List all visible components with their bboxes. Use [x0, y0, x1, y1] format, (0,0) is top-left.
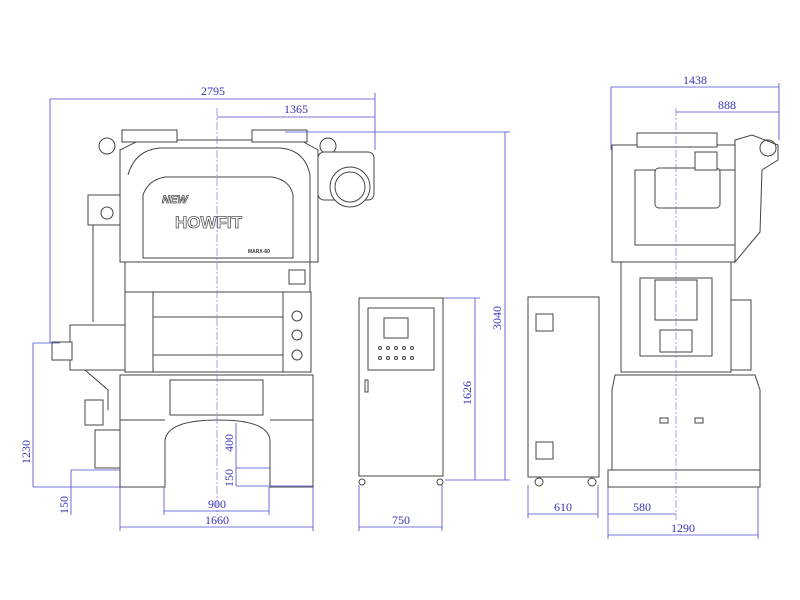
dim-side-base-depth: 1290 [671, 521, 695, 535]
dim-opening-width: 900 [208, 497, 226, 511]
control-cabinet-front [358, 297, 444, 486]
dim-feed-height: 1230 [19, 440, 33, 464]
dim-side-center-to-rear: 888 [718, 98, 736, 112]
dim-base-width: 1660 [205, 513, 229, 527]
dim-opening-height: 400 [222, 434, 236, 452]
logo-new: NEW [162, 194, 189, 206]
dim-cabinet-height: 1626 [460, 381, 474, 405]
dim-center-to-right: 1365 [284, 102, 308, 116]
front-view-press [51, 129, 375, 488]
side-view-press [607, 132, 779, 488]
dim-base-offset-left: 150 [57, 496, 71, 514]
dim-side-center-offset: 580 [633, 500, 651, 514]
logo-model: MARX-60 [248, 249, 270, 255]
dim-overall-width: 2795 [201, 84, 225, 98]
dimension-lines [32, 83, 780, 539]
dim-overall-height: 3040 [490, 306, 504, 330]
dim-cabinet-width: 750 [392, 513, 410, 527]
dim-cabinet-depth: 610 [554, 500, 572, 514]
logo-brand: HOWFIT [175, 213, 243, 232]
dim-base-offset-center: 150 [222, 469, 236, 487]
dim-side-overall-depth: 1438 [683, 73, 707, 87]
control-cabinet-side [527, 296, 600, 487]
